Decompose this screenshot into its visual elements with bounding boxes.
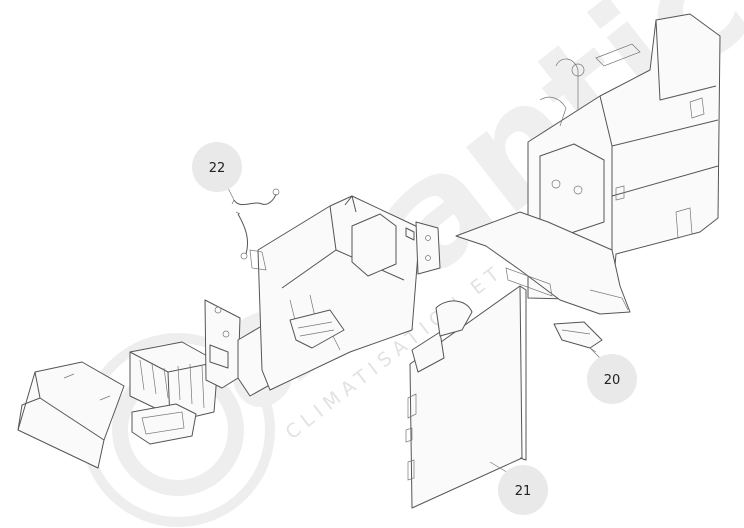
callout-21: 21: [498, 465, 548, 515]
callout-20: 20: [587, 354, 637, 404]
callout-21-label: 21: [515, 484, 532, 499]
callout-22-label: 22: [209, 161, 226, 176]
parts-drawing: [17, 13, 721, 509]
callout-20-bubble: [587, 354, 637, 404]
circuit-board: [405, 285, 527, 509]
callout-22: 22: [192, 142, 242, 192]
wire-harness: [231, 188, 280, 260]
callout-20-label: 20: [604, 373, 621, 388]
clip-part: [553, 321, 603, 353]
terminal-block: [129, 341, 219, 445]
callout-21-bubble: [498, 465, 548, 515]
main-chassis: [249, 195, 441, 391]
callout-22-bubble: [192, 142, 242, 192]
cover-plate: [17, 361, 125, 469]
upper-housing: [455, 13, 721, 315]
